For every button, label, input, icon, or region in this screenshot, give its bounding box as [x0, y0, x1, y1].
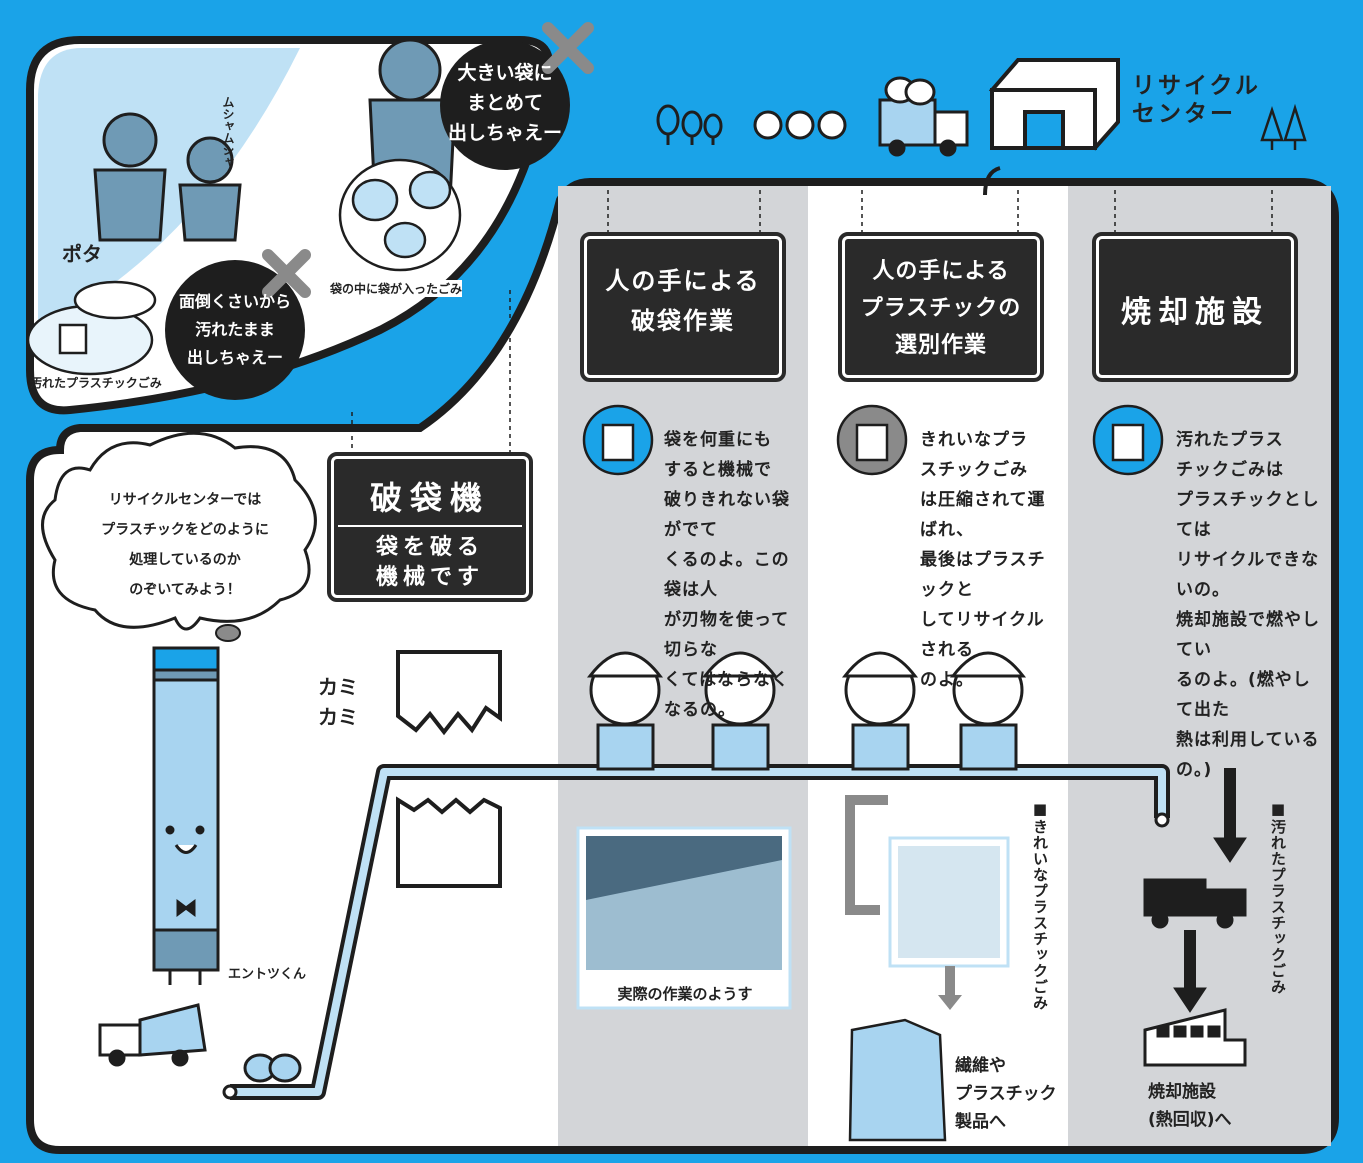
bubble-bottom-text: 面倒くさいから 汚れたまま 出しちゃえー [178, 292, 291, 367]
bag-breaker-machine [396, 650, 502, 888]
jacket-icon [848, 1018, 947, 1142]
garbage-truck-icon [878, 76, 969, 157]
dirty-plastic-caption: 汚れたプラスチックごみ [30, 376, 162, 390]
plastic-bale [845, 795, 1010, 1010]
pine-trees-icon [1260, 103, 1307, 150]
trash-bags-icon [338, 158, 462, 272]
dirty-plastic-label: ■汚れたプラスチックごみ [1269, 800, 1287, 995]
work-photo-caption: 実際の作業のようす [617, 985, 753, 1003]
trees-icon [656, 104, 723, 145]
clean-plastic-label: ■きれいなプラスチックごみ [1031, 800, 1049, 1011]
character-name: エントツくん [228, 967, 307, 982]
manual-sorting-text: きれいなプラ スチックごみ は圧縮されて運ばれ、 最後はプラスチックと してリサ… [920, 430, 1046, 690]
dump-truck-icon [98, 1003, 302, 1083]
bird-icon [215, 624, 241, 642]
guide-cloud-text: リサイクルセンターでは プラスチックをどのように 処理しているのか のぞいてみよ… [101, 492, 269, 598]
manual-bag-breaking-text: 袋を何重にも すると機械で 破りきれない袋がでて くるのよ。この袋は人 が刃物を… [664, 430, 790, 720]
incineration-text: 汚れたプラス チックごみは プラスチックとしては リサイクルできないの。 焼却施… [1176, 430, 1320, 780]
bushes-icon [753, 110, 847, 140]
manual-bag-breaking-sign: 人の手による 破袋作業 [580, 232, 786, 382]
no-icon [262, 22, 594, 298]
bag-breaker-title: 破袋機 [369, 479, 490, 517]
sfx-mushamusha: ムシャムシャ [221, 96, 235, 168]
plastic-cup-mascot-icon [582, 404, 1164, 476]
entotsu-kun-character [152, 646, 220, 985]
bubble-top [440, 40, 570, 170]
incineration-sign: 焼却施設 [1092, 232, 1298, 382]
sfx-pota: ポタ [62, 242, 102, 266]
recycle-center-label: リサイクル センター [1132, 73, 1261, 127]
incineration-flow [1173, 768, 1247, 1013]
bubble-top-text: 大きい袋に まとめて 出しちゃえー [448, 62, 563, 144]
fiber-products-result: 繊維や プラスチック 製品へ [955, 1056, 1057, 1132]
bag-breaker-subtitle: 袋を破る 機械です [375, 535, 484, 590]
sfx-kamikami: カミカミ [318, 675, 358, 729]
dirty-plastic-icon [26, 280, 157, 376]
manual-sorting-sign: 人の手による プラスチックの 選別作業 [838, 232, 1044, 382]
speech-cloud [41, 431, 317, 631]
work-photo [576, 826, 792, 1010]
recycle-center-building-icon [988, 58, 1120, 151]
workers-sorting [586, 651, 1027, 771]
incinerator-icon [1143, 1008, 1247, 1067]
bag-breaker-sign: 破袋機 袋を破る 機械です [327, 452, 533, 602]
heat-recovery-result: 焼却施設 (熱回収)へ [1148, 1082, 1232, 1130]
bags-caption: 袋の中に袋が入ったごみ [330, 280, 463, 297]
dump-truck-incineration-icon [1143, 878, 1247, 929]
